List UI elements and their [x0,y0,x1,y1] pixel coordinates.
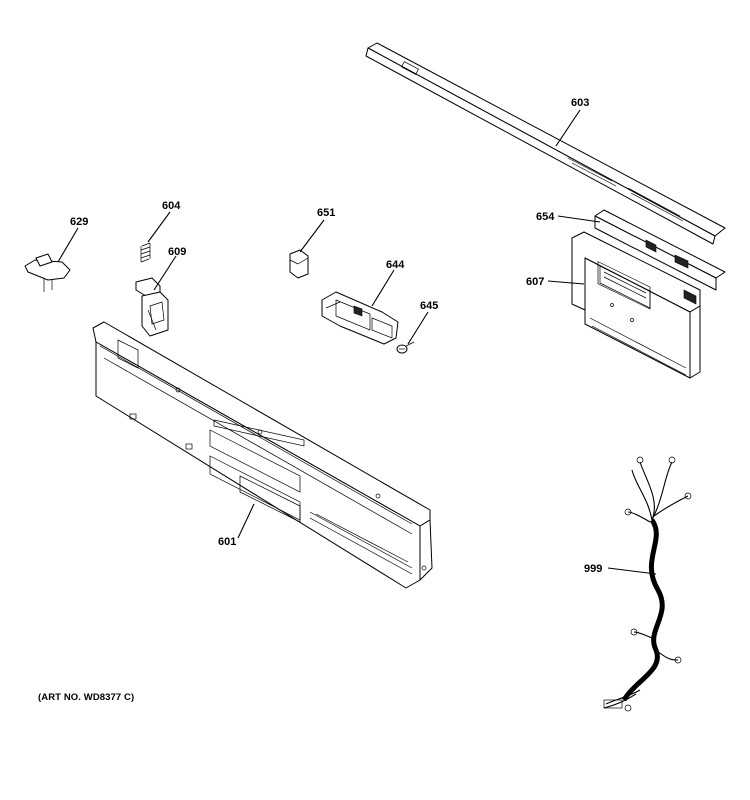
part-609-latch [135,277,169,337]
callout-654: 654 [536,211,555,223]
callout-607: 607 [526,276,544,288]
callout-629: 629 [70,216,88,228]
callout-603: 603 [571,97,589,109]
part-645-screw [396,341,415,354]
part-607-control-board [571,231,701,379]
part-629-sensor [24,253,71,292]
leader-609 [153,255,177,291]
art-number-label: (ART NO. WD8377 C) [38,692,135,703]
part-999-wire-harness [603,456,692,712]
callout-651: 651 [317,207,335,219]
part-601-console-panel [92,321,433,589]
callout-999: 999 [584,563,602,575]
callout-644: 644 [386,259,405,271]
callout-601: 601 [218,536,236,548]
part-654-display-bar [594,209,726,291]
leader-629 [57,227,79,263]
part-651-thermal-fuse [289,249,309,279]
part-603-trim-strip [365,42,726,245]
callout-609: 609 [168,246,186,258]
leader-644 [371,269,395,307]
leader-603 [555,109,581,147]
callout-604: 604 [162,200,181,212]
callout-645: 645 [420,300,438,312]
leader-604 [147,211,171,243]
part-604-spring [140,242,151,263]
leader-607 [547,280,585,285]
leader-654 [557,215,601,223]
leader-645 [407,311,429,345]
part-644-switch-assembly [321,291,399,345]
leader-601 [237,503,255,539]
leader-651 [299,219,325,253]
leader-999 [607,567,657,575]
